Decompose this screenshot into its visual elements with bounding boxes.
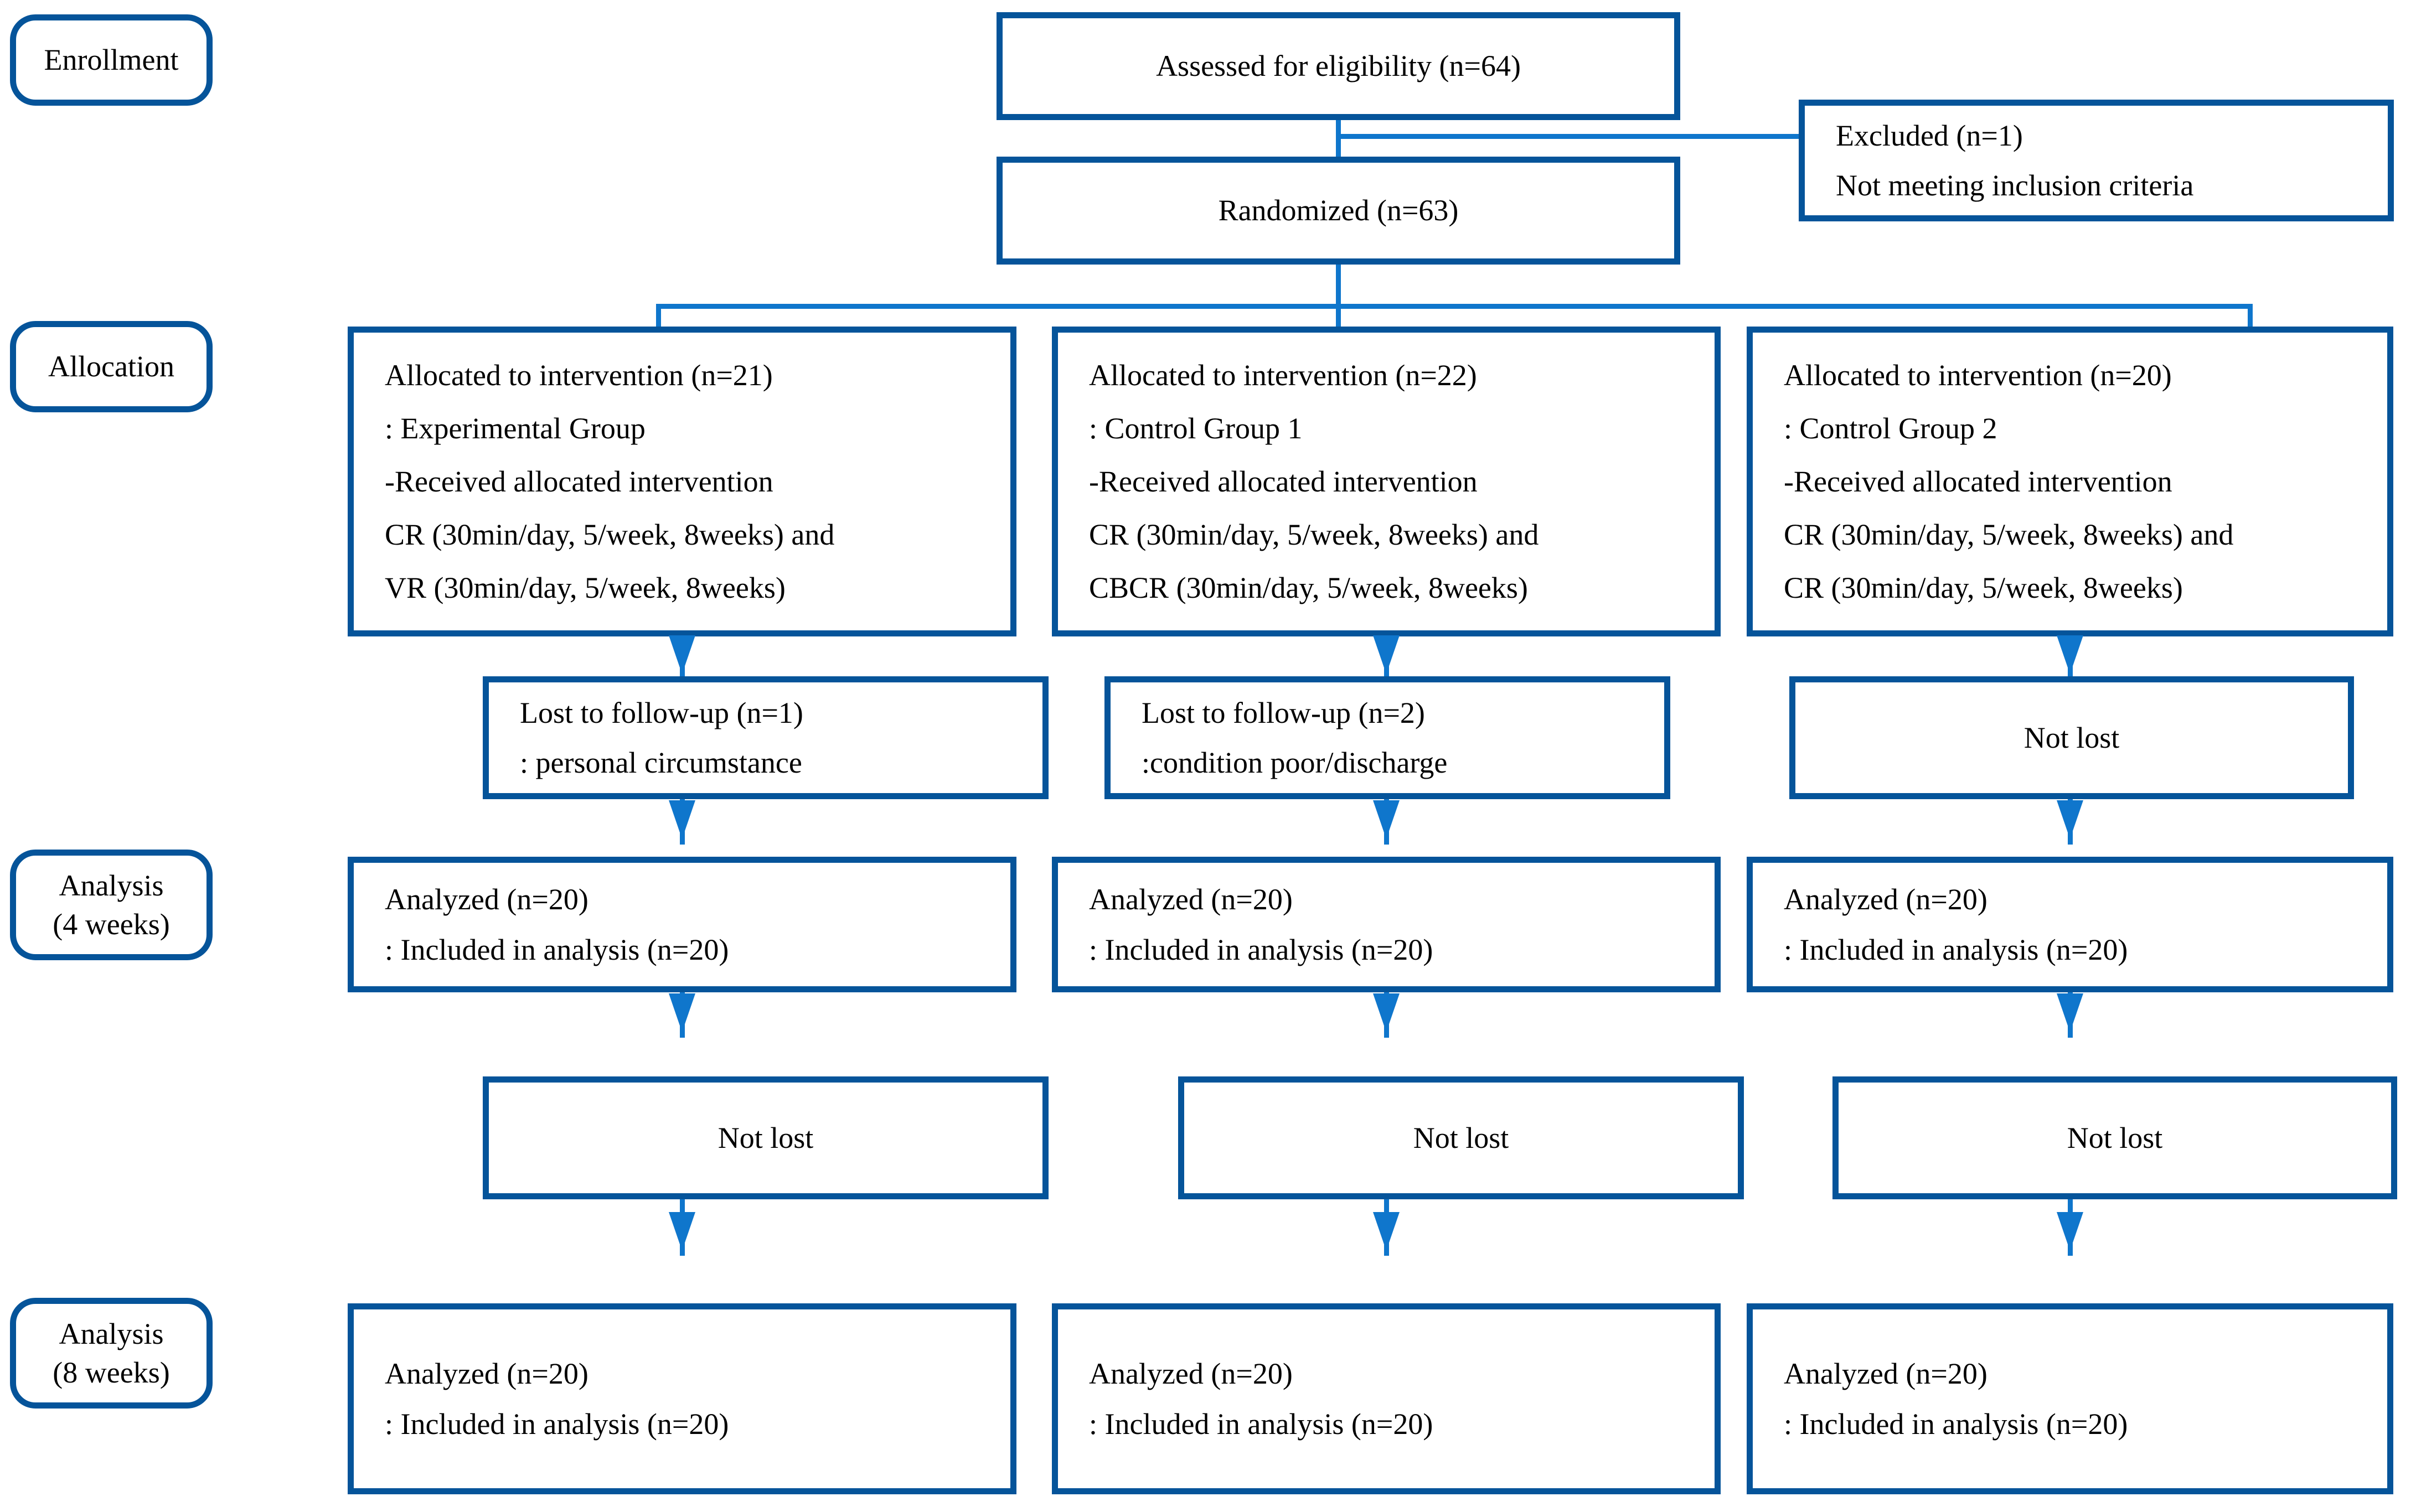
alloc1-line3: -Received allocated intervention (385, 464, 773, 498)
alloc3-line5: CR (30min/day, 5/week, 8weeks) (1784, 571, 2183, 605)
node-followup4-arm3: Not lost (1789, 676, 2354, 799)
an4-arm1-line1: Analyzed (n=20) (385, 883, 588, 916)
arrowhead-arm2-analysis8 (1373, 1212, 1400, 1251)
stage-label-allocation: Allocation (10, 321, 213, 412)
an4-arm1-line2: : Included in analysis (n=20) (385, 933, 729, 966)
alloc1-line1: Allocated to intervention (n=21) (385, 358, 773, 392)
alloc2-line2: : Control Group 1 (1089, 411, 1303, 445)
an8-arm3-line1: Analyzed (n=20) (1784, 1357, 1987, 1391)
stage-label-analysis-8weeks: Analysis (8 weeks) (10, 1298, 213, 1409)
alloc3-line3: -Received allocated intervention (1784, 464, 2172, 498)
connector-assessed-to-excluded (1336, 134, 1799, 139)
alloc2-line5: CBCR (30min/day, 5/week, 8weeks) (1089, 571, 1528, 605)
arrowhead-arm1-analysis4 (669, 800, 695, 839)
excluded-line2: Not meeting inclusion criteria (1836, 169, 2194, 202)
stage-allocation-line1: Allocation (48, 350, 174, 384)
alloc2-line3: -Received allocated intervention (1089, 464, 1478, 498)
assessed-line1: Assessed for eligibility (n=64) (1156, 49, 1521, 83)
alloc1-line5: VR (30min/day, 5/week, 8weeks) (385, 571, 786, 605)
stage-analysis4-line2: (4 weeks) (53, 908, 170, 941)
node-followup4-arm2: Lost to follow-up (n=2) :condition poor/… (1104, 676, 1670, 799)
alloc1-line2: : Experimental Group (385, 411, 646, 445)
node-followup8-arm2: Not lost (1178, 1076, 1744, 1199)
arrowhead-arm3-followup4 (2057, 635, 2083, 674)
an4-arm3-line1: Analyzed (n=20) (1784, 883, 1987, 916)
randomized-line1: Randomized (n=63) (1218, 194, 1459, 227)
stage-enrollment-line1: Enrollment (44, 43, 179, 77)
arrowhead-arm1-followup4 (669, 635, 695, 674)
an8-arm3-line2: : Included in analysis (n=20) (1784, 1407, 2128, 1441)
arrowhead-arm1-analysis8 (669, 1212, 695, 1251)
fu4-arm2-line2: :condition poor/discharge (1142, 746, 1448, 779)
arrowhead-arm2-followup4 (1373, 635, 1400, 674)
fu4-arm2-line1: Lost to follow-up (n=2) (1142, 696, 1425, 729)
an4-arm2-line2: : Included in analysis (n=20) (1089, 933, 1433, 966)
fu8-arm3-line1: Not lost (2067, 1121, 2163, 1154)
node-analysis4-arm2: Analyzed (n=20) : Included in analysis (… (1052, 857, 1721, 992)
fu4-arm1-line1: Lost to follow-up (n=1) (520, 696, 803, 729)
an4-arm3-line2: : Included in analysis (n=20) (1784, 933, 2128, 966)
fu8-arm2-line1: Not lost (1413, 1121, 1509, 1154)
node-excluded: Excluded (n=1) Not meeting inclusion cri… (1799, 100, 2394, 221)
arrowhead-arm3-analysis4 (2057, 800, 2083, 839)
fu8-arm1-line1: Not lost (717, 1121, 814, 1154)
node-analysis4-arm3: Analyzed (n=20) : Included in analysis (… (1747, 857, 2393, 992)
alloc2-line4: CR (30min/day, 5/week, 8weeks) and (1089, 518, 1539, 552)
node-followup8-arm1: Not lost (483, 1076, 1049, 1199)
an4-arm2-line1: Analyzed (n=20) (1089, 883, 1293, 916)
stage-analysis8-line2: (8 weeks) (53, 1356, 170, 1389)
connector-randomized-branch-bar (656, 304, 2253, 309)
arrowhead-arm2-analysis4 (1373, 800, 1400, 839)
arrowhead-arm2-followup8 (1373, 993, 1400, 1032)
arrowhead-arm3-followup8 (2057, 993, 2083, 1032)
node-followup8-arm3: Not lost (1832, 1076, 2397, 1199)
node-analysis8-arm3: Analyzed (n=20) : Included in analysis (… (1747, 1303, 2393, 1494)
an8-arm2-line1: Analyzed (n=20) (1089, 1357, 1293, 1391)
alloc2-line1: Allocated to intervention (n=22) (1089, 358, 1477, 392)
node-followup4-arm1: Lost to follow-up (n=1) : personal circu… (483, 676, 1049, 799)
stage-label-analysis-4weeks: Analysis (4 weeks) (10, 850, 213, 960)
connector-randomized-stem (1336, 265, 1341, 307)
stage-analysis4-line1: Analysis (59, 868, 164, 902)
an8-arm2-line2: : Included in analysis (n=20) (1089, 1407, 1433, 1441)
stage-label-enrollment: Enrollment (10, 14, 213, 106)
fu4-arm3-line1: Not lost (2023, 721, 2120, 754)
node-analysis8-arm1: Analyzed (n=20) : Included in analysis (… (348, 1303, 1016, 1494)
stage-analysis8-line1: Analysis (59, 1317, 164, 1350)
an8-arm1-line2: : Included in analysis (n=20) (385, 1407, 729, 1441)
alloc3-line4: CR (30min/day, 5/week, 8weeks) and (1784, 518, 2234, 552)
node-assessed-for-eligibility: Assessed for eligibility (n=64) (997, 12, 1680, 120)
node-allocation-arm3: Allocated to intervention (n=20) : Contr… (1747, 327, 2393, 636)
fu4-arm1-line2: : personal circumstance (520, 746, 802, 779)
alloc3-line1: Allocated to intervention (n=20) (1784, 358, 2172, 392)
arrowhead-arm3-analysis8 (2057, 1212, 2083, 1251)
node-analysis8-arm2: Analyzed (n=20) : Included in analysis (… (1052, 1303, 1721, 1494)
node-randomized: Randomized (n=63) (997, 157, 1680, 265)
arrowhead-arm1-followup8 (669, 993, 695, 1032)
alloc1-line4: CR (30min/day, 5/week, 8weeks) and (385, 518, 835, 552)
node-allocation-arm2: Allocated to intervention (n=22) : Contr… (1052, 327, 1721, 636)
excluded-line1: Excluded (n=1) (1836, 118, 2023, 152)
node-allocation-arm1: Allocated to intervention (n=21) : Exper… (348, 327, 1016, 636)
node-analysis4-arm1: Analyzed (n=20) : Included in analysis (… (348, 857, 1016, 992)
an8-arm1-line1: Analyzed (n=20) (385, 1357, 588, 1391)
alloc3-line2: : Control Group 2 (1784, 411, 1997, 445)
